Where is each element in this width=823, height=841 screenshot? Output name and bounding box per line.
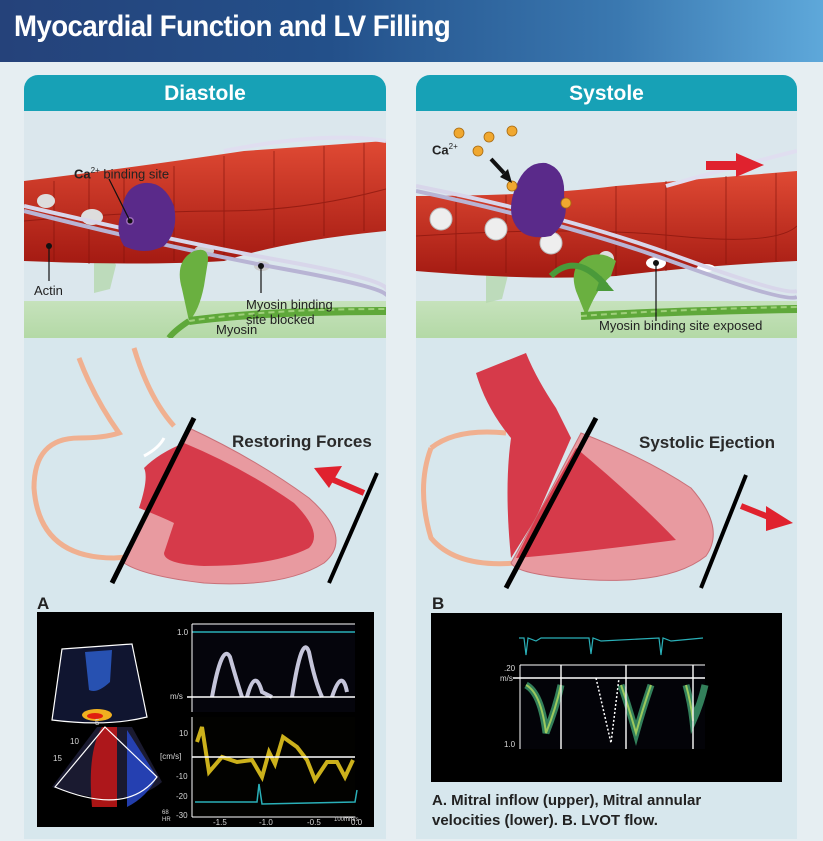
calcium-label: Ca2+: [432, 142, 458, 158]
tick-x-0-0: 0.0: [351, 818, 363, 827]
myosin-binding-exposed-label: Myosin binding site exposed: [599, 318, 763, 333]
myosin-head: [179, 249, 209, 321]
lv-cavity: [139, 443, 314, 566]
systole-heart-illustration: Systolic Ejection B: [416, 338, 797, 613]
tick-ms: m/s: [500, 674, 513, 683]
tick-x-minus0-5: -0.5: [307, 818, 321, 827]
title-banner: Myocardial Function and LV Filling: [0, 0, 823, 62]
tick-lower-minus20: -20: [176, 792, 188, 801]
tropomyosin-strand: [24, 135, 386, 298]
actin-label: Actin: [34, 283, 63, 298]
troponin-complex: [118, 182, 176, 251]
mitral-annular-tdi: [191, 717, 358, 818]
diastole-heading: Diastole: [24, 75, 386, 111]
calcium-ions: [453, 125, 572, 209]
aortic-outflow: [476, 353, 571, 558]
tick-x-minus1-5: -1.5: [213, 818, 227, 827]
restoring-forces-label: Restoring Forces: [232, 432, 372, 451]
echo-figure-b: .20 m/s 1.0: [431, 613, 782, 782]
depth-15: 15: [53, 754, 62, 763]
troponin-complex: [511, 162, 566, 238]
systole-heading: Systole: [416, 75, 797, 111]
echo-figure-a: 1.0 m/s 10 [cm/s] -10 -20 -30 -1.5 -1.0 …: [37, 612, 374, 827]
calcium-entry-arrow: [489, 157, 506, 175]
mitral-inflow-doppler: [187, 623, 355, 712]
tick-lower-minus10: -10: [176, 772, 188, 781]
depth-5: 5: [95, 718, 100, 727]
myosin-filament: [188, 307, 386, 325]
figure-b-label: B: [432, 594, 445, 613]
sweep-speed-label: 100mm/s: [334, 817, 359, 823]
contraction-arrow: [706, 153, 764, 177]
tick-0-20: .20: [504, 664, 516, 673]
lvot-doppler: [513, 664, 709, 749]
page-title: Myocardial Function and LV Filling: [14, 10, 451, 43]
systolic-ejection-label: Systolic Ejection: [639, 433, 776, 452]
tick-lower-unit: [cm/s]: [160, 752, 182, 761]
ecg-trace: [195, 783, 358, 805]
hr-value: 68: [162, 810, 169, 816]
tick-x-minus1-0: -1.0: [259, 818, 273, 827]
color-doppler-image-lower: [52, 726, 162, 807]
diastole-panel: Diastole: [24, 75, 386, 839]
tick-lower-10: 10: [179, 729, 188, 738]
hr-label: HR: [162, 817, 171, 823]
tick-upper-1-0: 1.0: [177, 628, 189, 637]
ejection-arrow: [739, 503, 793, 531]
ca-binding-site-label: Ca2+ binding site: [74, 166, 170, 182]
figure-caption: A. Mitral inflow (upper), Mitral annular…: [432, 792, 702, 829]
figure-a-label: A: [37, 594, 50, 613]
diastole-heart-illustration: Restoring Forces A: [24, 338, 386, 613]
color-doppler-image-upper: [51, 643, 148, 724]
systole-sarcomere-illustration: Ca2+ Myosin binding site exposed: [416, 111, 797, 338]
restoring-force-arrow: [314, 466, 366, 496]
tdi-trace: [195, 726, 355, 785]
lv-cavity: [516, 448, 676, 558]
depth-10: 10: [70, 737, 79, 746]
systole-panel: Systole: [416, 75, 797, 839]
myosin-label: Myosin: [216, 322, 258, 337]
tick-1-0: 1.0: [504, 740, 516, 749]
ecg-trace: [519, 637, 704, 656]
tick-lower-minus30: -30: [176, 811, 188, 820]
tick-upper-ms: m/s: [170, 692, 183, 701]
